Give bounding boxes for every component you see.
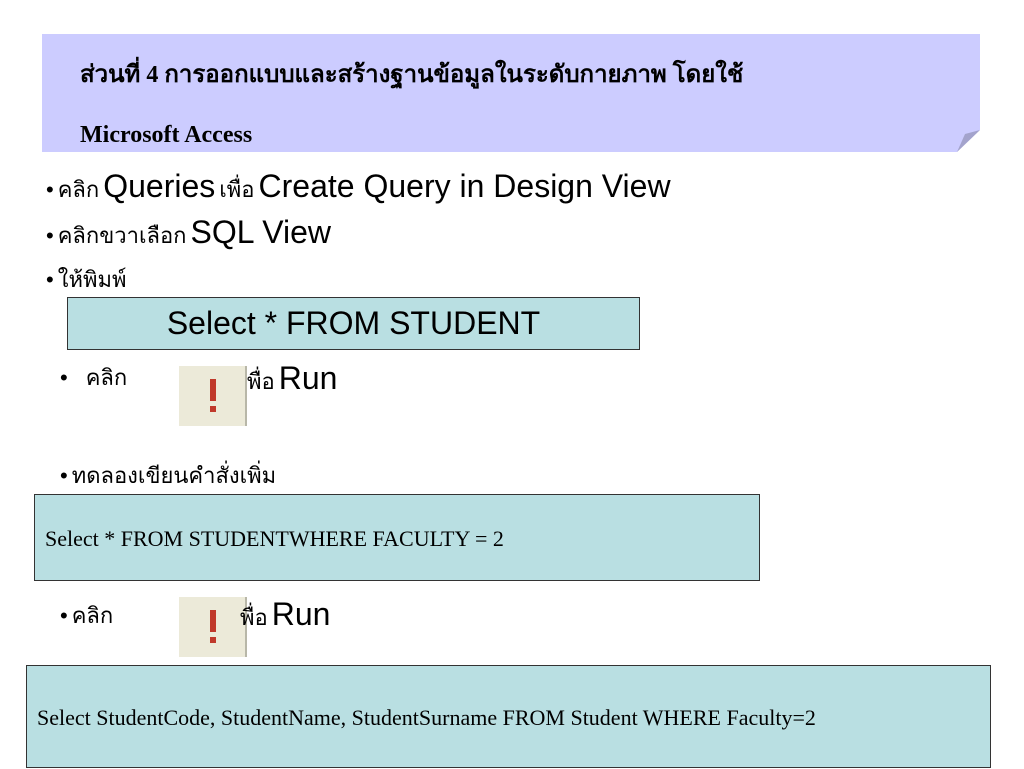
sql-query-box-1: Select * FROM STUDENT	[67, 297, 640, 350]
bullet-dot: •	[46, 177, 54, 202]
bullet-dot: •	[60, 365, 68, 390]
bullet-run-2-suffix: พื่อ Run	[240, 596, 331, 632]
page-fold-icon	[957, 130, 980, 152]
bullet-queries: • คลิก Queries เพื่อ Create Query in Des…	[46, 168, 671, 204]
page-subtitle: Microsoft Access	[80, 122, 253, 148]
bullet-type: • ให้พิมพ์	[46, 267, 127, 292]
bullet-dot: •	[60, 603, 68, 628]
sql-query-box-3: Select StudentCode, StudentName, Student…	[26, 665, 991, 768]
bullet-run-2: • คลิก	[60, 603, 114, 628]
bullet-sql-view: • คลิกขวาเลือก SQL View	[46, 214, 332, 250]
bullet-run-1: • คลิก	[60, 365, 128, 390]
page-title: ส่วนที่ 4 การออกแบบและสร้างฐานข้อมูลในระ…	[80, 62, 744, 88]
header-banner	[42, 34, 980, 152]
bullet-run-1-suffix: พื่อ Run	[247, 360, 338, 396]
bullet-dot: •	[60, 463, 68, 488]
bullet-dot: •	[46, 223, 54, 248]
exclamation-icon	[210, 610, 216, 643]
exclamation-icon	[210, 379, 216, 412]
run-button[interactable]	[179, 597, 247, 657]
sql-query-box-2: Select * FROM STUDENTWHERE FACULTY = 2	[34, 494, 760, 581]
bullet-dot: •	[46, 267, 54, 292]
bullet-try-more: • ทดลองเขียนคำสั่งเพิ่ม	[60, 463, 277, 488]
run-button[interactable]	[179, 366, 247, 426]
